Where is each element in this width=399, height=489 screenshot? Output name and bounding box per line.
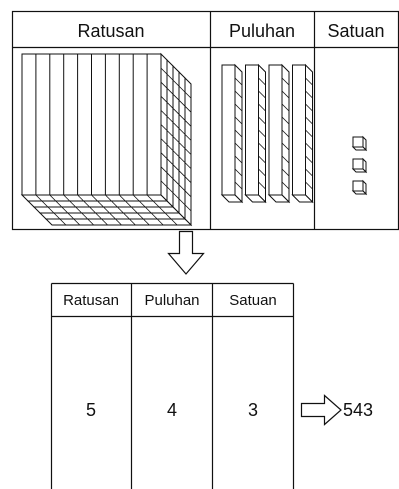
top-header-ratusan: Ratusan [77, 21, 144, 41]
top-header-puluhan: Puluhan [229, 21, 295, 41]
ten-rod [267, 63, 291, 204]
digit-ones: 3 [248, 400, 258, 420]
one-cube [351, 135, 368, 152]
top-header-satuan: Satuan [327, 21, 384, 41]
digit-hundreds: 5 [86, 400, 96, 420]
bottom-header-satuan: Satuan [229, 292, 277, 309]
right-arrow-icon [300, 394, 342, 426]
bottom-header-puluhan: Puluhan [144, 292, 199, 309]
one-cube [351, 179, 368, 196]
bottom-place-value-table [50, 282, 295, 489]
tens-rods-group [220, 63, 314, 204]
bottom-header-ratusan: Ratusan [63, 292, 119, 309]
ones-cubes-group [351, 135, 368, 196]
ten-rod [220, 63, 244, 204]
down-arrow-icon [167, 230, 205, 275]
hundreds-flats-stack [20, 52, 193, 227]
ten-rod [244, 63, 267, 204]
ten-rod [291, 63, 314, 204]
digit-tens: 4 [167, 400, 177, 420]
result-number: 543 [343, 400, 373, 420]
one-cube [351, 157, 368, 174]
hundred-flat [20, 52, 169, 203]
